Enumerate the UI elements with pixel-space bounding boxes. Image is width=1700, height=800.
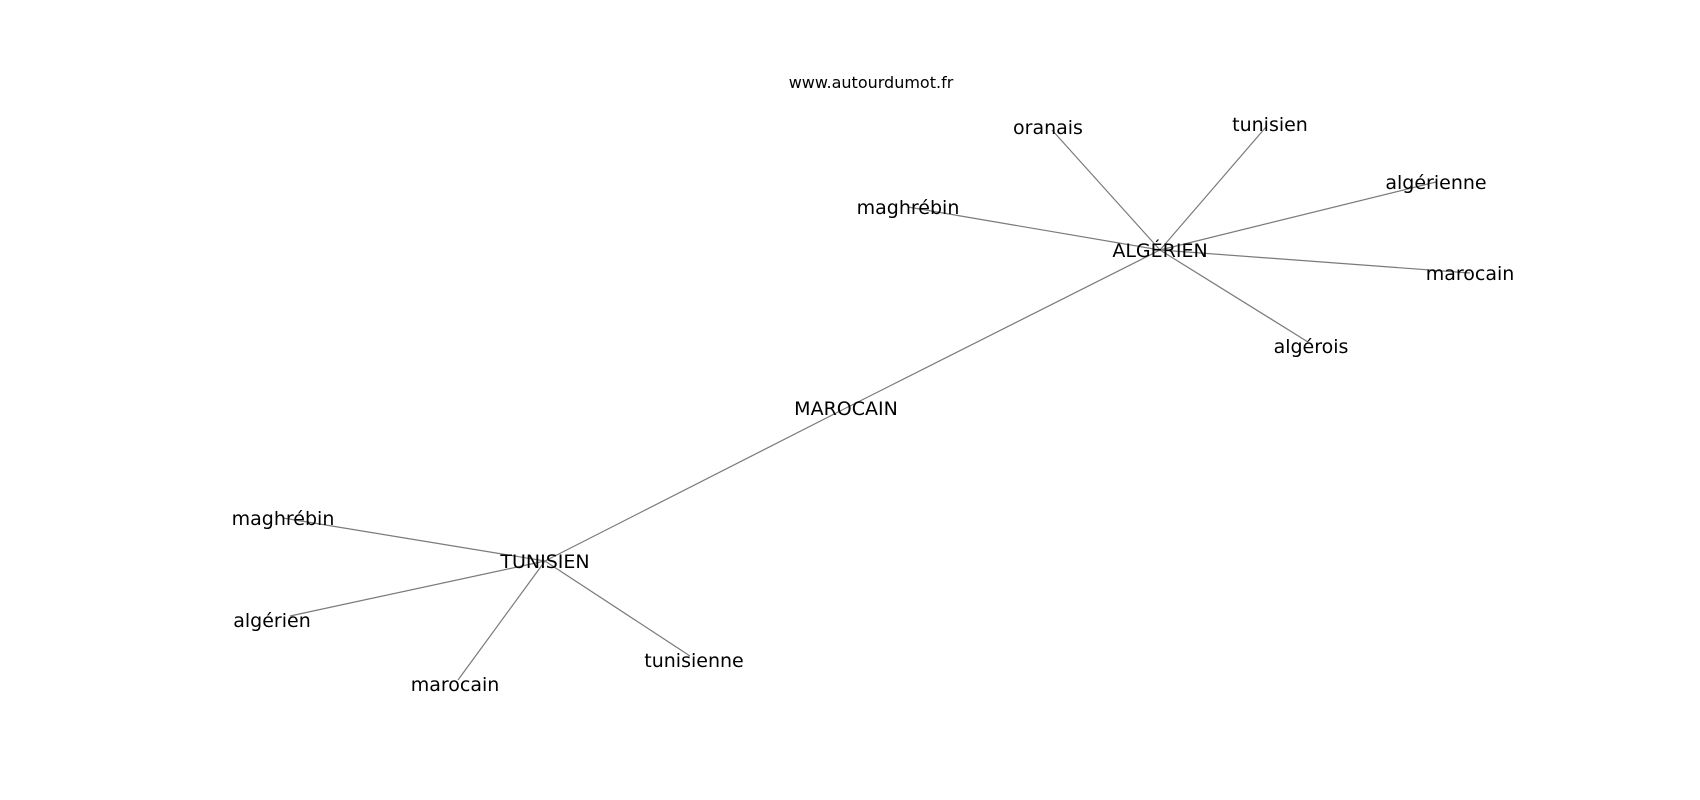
- edge-alg-algerienne: [1159, 181, 1437, 251]
- node-leaf-tun-maghrebin[interactable]: maghrébin: [232, 508, 335, 530]
- edge-alg-marocain: [1159, 249, 1471, 274]
- graph-labels: MAROCAIN ALGÉRIEN oranais tunisien algérienn…: [232, 114, 1515, 696]
- edge-tun-maghrebin: [282, 517, 546, 562]
- node-leaf-alg-algerienne[interactable]: algérienne: [1385, 172, 1486, 194]
- node-leaf-alg-oranais[interactable]: oranais: [1013, 117, 1083, 139]
- node-leaf-alg-algerois[interactable]: algérois: [1274, 336, 1349, 358]
- edge-alg-oranais: [1051, 129, 1161, 251]
- node-leaf-alg-tunisien[interactable]: tunisien: [1232, 114, 1308, 136]
- node-center-marocain[interactable]: MAROCAIN: [794, 398, 898, 420]
- edge-center-tunisien: [544, 407, 847, 562]
- node-leaf-alg-marocain[interactable]: marocain: [1426, 263, 1515, 285]
- watermark-text: www.autourdumot.fr: [789, 73, 954, 92]
- edge-alg-tunisien: [1159, 126, 1267, 251]
- edge-tun-algerien: [289, 560, 546, 617]
- node-leaf-tun-tunisienne[interactable]: tunisienne: [644, 650, 743, 672]
- graph-edges: [282, 126, 1471, 681]
- node-hub-algerien[interactable]: ALGÉRIEN: [1112, 239, 1207, 262]
- edge-alg-maghrebin: [907, 206, 1161, 251]
- edge-tun-marocain: [457, 560, 546, 681]
- edge-tun-tunisienne: [544, 560, 691, 657]
- edge-center-algerien: [845, 249, 1161, 409]
- node-leaf-tun-marocain[interactable]: marocain: [411, 674, 500, 696]
- node-hub-tunisien[interactable]: TUNISIEN: [499, 551, 589, 573]
- edge-alg-algerois: [1159, 249, 1309, 343]
- node-leaf-alg-maghrebin[interactable]: maghrébin: [857, 197, 960, 219]
- node-leaf-tun-algerien[interactable]: algérien: [233, 610, 311, 632]
